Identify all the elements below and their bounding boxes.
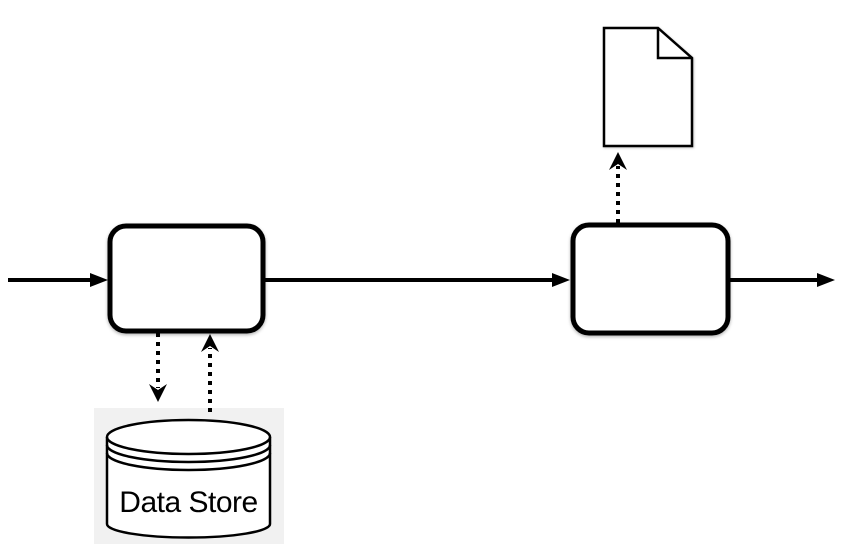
task-box-2 [570,222,731,336]
document-fold-corner [656,28,692,60]
data-store-icon: Data Store [105,418,272,539]
datastore-cylinder-body [105,437,272,539]
task-box-1 [107,223,266,334]
datastore-label: Data Store [119,486,257,519]
document-outline [602,26,694,148]
datastore-cylinder-top [105,418,272,456]
datastore-rim-line-1 [105,444,272,464]
document-icon [602,26,694,148]
datastore-rim-line-2 [105,452,272,472]
